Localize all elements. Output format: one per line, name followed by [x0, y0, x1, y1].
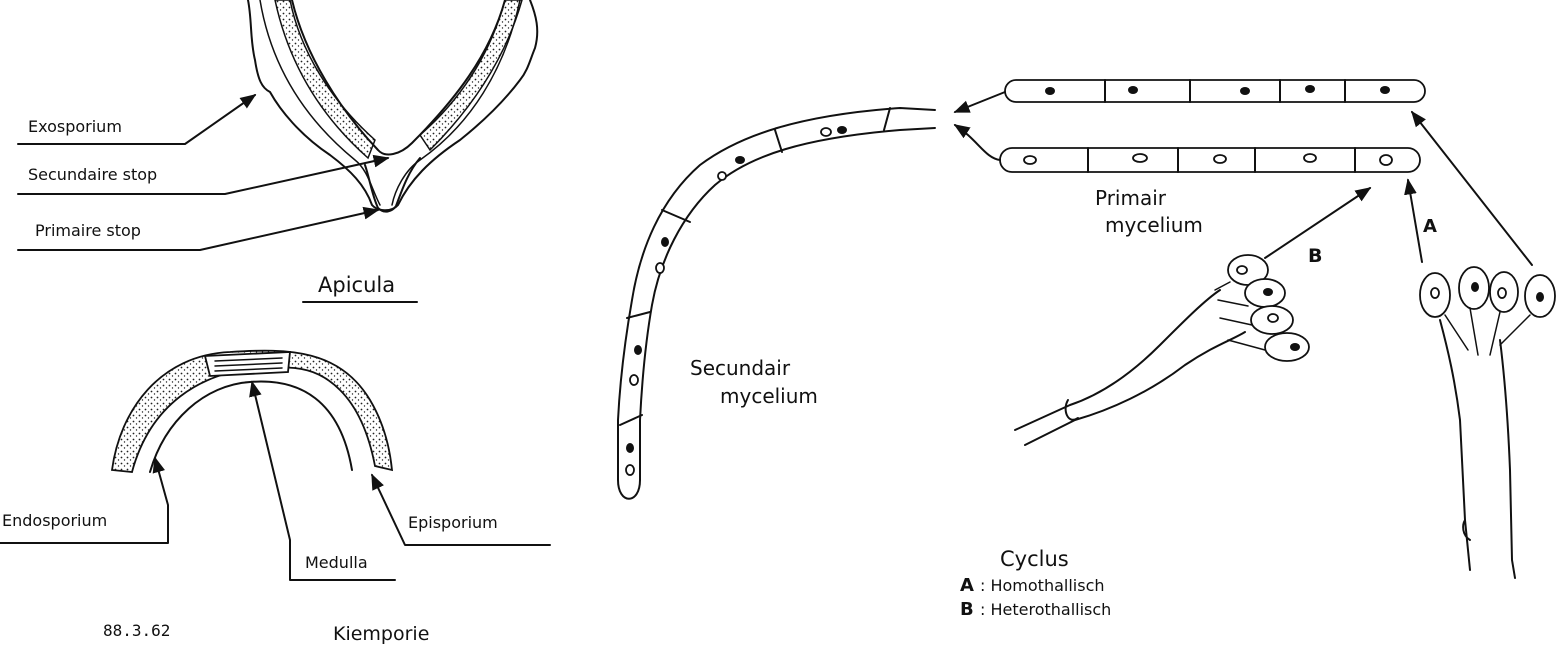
label-endosporium: Endosporium: [0, 458, 168, 543]
legend-title: Cyclus: [1000, 547, 1069, 571]
arrow-a-label: A: [1423, 216, 1437, 237]
episporium-text: Episporium: [408, 513, 498, 532]
legend-b-key: B: [960, 599, 974, 620]
primair-mycelium-top: [1005, 80, 1425, 102]
primair-mycelium-bottom: [1000, 148, 1420, 172]
arrow-primair-bottom-to-secundair: [955, 125, 1000, 160]
arrow-primair-top-to-secundair: [955, 92, 1005, 112]
label-primaire-stop: Primaire stop: [18, 210, 378, 250]
arrow-b-label: B: [1308, 245, 1322, 267]
label-exosporium: Exosporium: [18, 95, 255, 144]
exosporium-text: Exosporium: [28, 117, 122, 136]
primaire-stop-text: Primaire stop: [35, 221, 141, 240]
label-episporium: Episporium: [372, 475, 550, 545]
kiemporie-title: Kiemporie: [333, 623, 429, 645]
legend-a-text: : Homothallisch: [980, 576, 1105, 595]
secundair-label-line1: Secundair: [690, 356, 791, 380]
cycle-legend: Cyclus A : Homothallisch B : Heterothall…: [960, 547, 1111, 620]
secundair-mycelium-drawing: [618, 108, 935, 499]
basidium-homothallic: [1420, 267, 1555, 578]
secundair-label-line2: mycelium: [720, 384, 818, 408]
legend-b-text: : Heterothallisch: [980, 600, 1111, 619]
figure-code: 88.3.62: [103, 621, 170, 640]
secundaire-stop-text: Secundaire stop: [28, 165, 157, 184]
apicula-title: Apicula: [318, 273, 395, 297]
kiemporie-drawing: [112, 351, 392, 472]
medulla-text: Medulla: [305, 553, 368, 572]
endosporium-text: Endosporium: [2, 511, 107, 530]
legend-a-key: A: [960, 575, 974, 596]
basidium-heterothallic: [1015, 255, 1309, 445]
primair-label-line1: Primair: [1095, 186, 1167, 210]
arrow-a-top: [1412, 112, 1532, 265]
primair-label-line2: mycelium: [1105, 213, 1203, 237]
arrow-a: [1408, 180, 1422, 262]
label-secundaire-stop: Secundaire stop: [18, 158, 388, 194]
